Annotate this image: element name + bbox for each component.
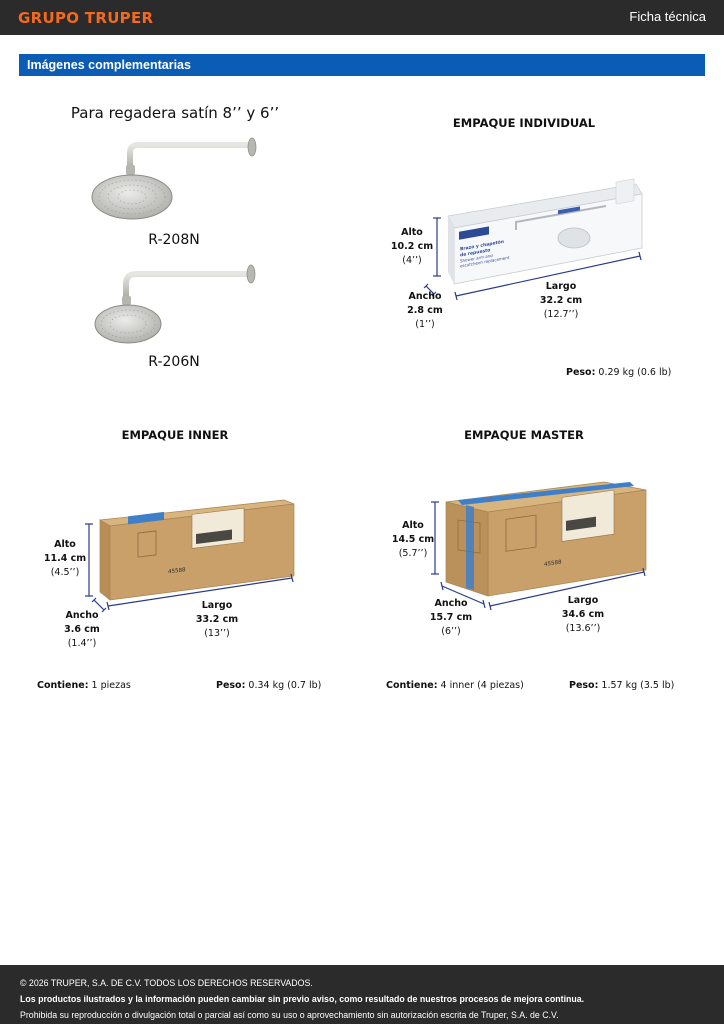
individual-ancho-dimension: Ancho 2.8 cm (1’’) (407, 291, 443, 330)
section-header: Imágenes complementarias (19, 54, 705, 76)
document-type: Ficha técnica (629, 9, 706, 24)
inner-contents: Contiene: 1 piezas (37, 680, 131, 691)
individual-box-brand: FOSET (461, 227, 486, 240)
master-weight: Peso: 1.57 kg (3.5 lb) (569, 680, 675, 691)
individual-weight: Peso: 0.29 kg (0.6 lb) (566, 367, 672, 378)
master-pack-heading: EMPAQUE MASTER (464, 428, 584, 442)
inner-box-code: 45588 (168, 567, 186, 575)
inner-weight: Peso: 0.34 kg (0.7 lb) (216, 680, 322, 691)
brand-logo: GRUPO TRUPER (18, 9, 154, 27)
individual-box-image: FOSET Brazo y chapetón de repuesto Showe… (447, 178, 643, 285)
master-alto-dimension: Alto 14.5 cm (5.7’’) (391, 520, 435, 559)
section-title: Imágenes complementarias (27, 58, 191, 72)
model-label-r206n: R-206N (148, 354, 200, 370)
master-box-code: 45588 (544, 559, 562, 567)
inner-alto-dimension: Alto 11.4 cm (4.5’’) (43, 539, 87, 578)
footer-copyright: © 2026 TRUPER, S.A. DE C.V. TODOS LOS DE… (20, 978, 313, 988)
master-dimension-lines (431, 501, 646, 611)
shower-head-6-image (94, 264, 256, 344)
product-title: Para regadera satín 8’’ y 6’’ (70, 104, 280, 122)
model-label-r208n: R-208N (148, 232, 200, 248)
page-footer: © 2026 TRUPER, S.A. DE C.V. TODOS LOS DE… (0, 965, 724, 1024)
individual-box-text-3: Shower arm and (460, 253, 493, 264)
master-largo-dimension: Largo 34.6 cm (13.6’’) (561, 595, 605, 634)
inner-pack-heading: EMPAQUE INNER (121, 428, 229, 442)
individual-box-text-2: de repuesto (460, 247, 490, 258)
individual-pack-heading: EMPAQUE INDIVIDUAL (452, 116, 596, 130)
inner-largo-dimension: Largo 33.2 cm (13’’) (195, 600, 239, 639)
individual-dimension-lines (423, 217, 642, 301)
shower-head-8-image (91, 137, 257, 220)
master-contents: Contiene: 4 inner (4 piezas) (386, 680, 524, 691)
master-ancho-dimension: Ancho 15.7 cm (6’’) (429, 598, 473, 637)
footer-notice: Los productos ilustrados y la informació… (20, 994, 585, 1004)
individual-alto-dimension: Alto 10.2 cm (4’’) (390, 227, 434, 266)
inner-ancho-dimension: Ancho 3.6 cm (1.4’’) (64, 610, 100, 649)
inner-dimension-lines (85, 523, 294, 613)
master-box-image: 45588 (445, 481, 647, 597)
footer-prohibition: Prohibida su reproducción o divulgación … (20, 1010, 559, 1020)
individual-largo-dimension: Largo 32.2 cm (12.7’’) (539, 281, 583, 320)
top-header-bar: GRUPO TRUPER Ficha técnica (0, 0, 724, 35)
inner-box-image: 45588 (98, 499, 295, 601)
